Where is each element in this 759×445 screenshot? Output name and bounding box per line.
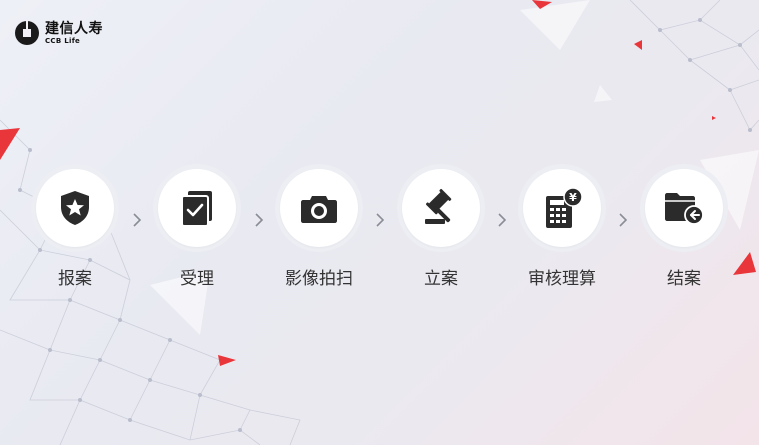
chevron-right-icon	[133, 213, 142, 227]
step-icon-ring	[397, 164, 485, 252]
folder-return-icon	[665, 193, 704, 225]
chevron-right-icon	[255, 213, 264, 227]
step-accept[interactable]: 受理	[152, 164, 242, 296]
step-review-calc[interactable]: ¥ 审核理算	[517, 164, 607, 296]
brand-name-cn: 建信人寿	[45, 20, 103, 37]
step-label-accept: 受理	[180, 269, 214, 289]
step-image-scan[interactable]: 影像拍扫	[274, 164, 364, 296]
step-label-close-case: 结案	[667, 269, 701, 289]
chevron-right-icon	[619, 213, 628, 227]
chevron-right-icon	[376, 213, 385, 227]
step-label-review-calc: 审核理算	[528, 269, 596, 289]
step-icon-ring	[31, 164, 119, 252]
step-label-image-scan: 影像拍扫	[285, 269, 353, 289]
step-report[interactable]: 报案	[30, 164, 120, 296]
calculator-yen-icon: ¥	[546, 187, 583, 228]
step-close-case[interactable]: 结案	[639, 164, 729, 296]
brand-logo: 建信人寿 CCB Life	[14, 17, 103, 49]
step-icon-ring: ¥	[518, 164, 606, 252]
gavel-icon	[425, 188, 452, 224]
chevron-right-icon	[498, 213, 507, 227]
ccb-logo-icon	[15, 20, 39, 45]
brand-name-en: CCB Life	[45, 36, 81, 45]
svg-text:¥: ¥	[569, 191, 577, 204]
step-icon-ring	[153, 164, 241, 252]
step-label-report: 报案	[58, 269, 92, 289]
step-label-file-case: 立案	[424, 269, 458, 289]
step-icon-ring	[640, 164, 728, 252]
step-file-case[interactable]: 立案	[396, 164, 486, 296]
step-icon-ring	[275, 164, 363, 252]
shield-star-icon	[61, 191, 89, 225]
camera-icon	[301, 196, 337, 223]
checked-document-icon	[181, 191, 212, 227]
